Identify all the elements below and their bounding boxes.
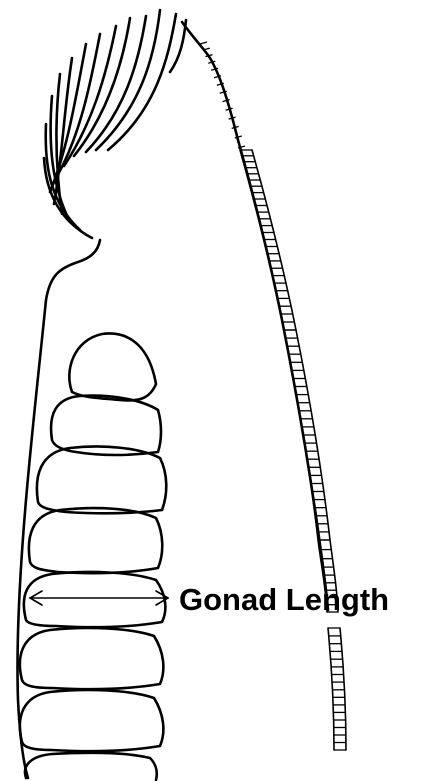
gonad-segment	[37, 446, 166, 513]
gonad-length-label: Gonad Length	[179, 582, 389, 617]
crown-filament	[44, 158, 92, 238]
band-outer-edge	[240, 150, 327, 612]
gonad-segment	[69, 333, 156, 400]
body-wall-outline	[182, 22, 328, 610]
gonad-segment	[24, 572, 166, 627]
band-lower-outer-edge	[328, 628, 334, 750]
gonad-segment-partial	[25, 753, 157, 780]
branchial-crown	[44, 10, 186, 238]
gonad-segment	[29, 508, 162, 573]
gonad-segments	[20, 333, 166, 780]
gonad-length-arrow	[30, 591, 168, 605]
crown-filament	[86, 16, 146, 152]
segmented-dorsal-band	[200, 42, 346, 750]
band-rung	[200, 42, 207, 44]
gonad-segment	[20, 628, 163, 689]
gonad-segment	[20, 690, 163, 751]
band-lower-inner-edge	[340, 628, 346, 750]
